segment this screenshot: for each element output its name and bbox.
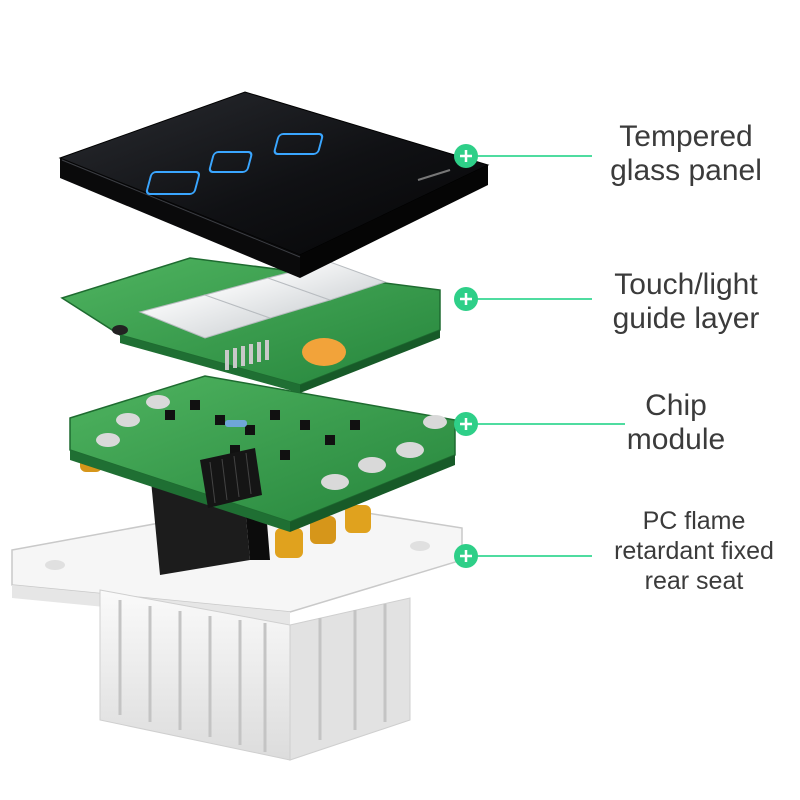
callout-chip-module: Chip module (586, 389, 766, 457)
callout-rear-seat: PC flame retardant fixed rear seat (594, 506, 794, 596)
callout-line: module (586, 423, 766, 457)
callout-line: PC flame (594, 506, 794, 536)
callout-line: glass panel (586, 154, 786, 188)
callout-line: Chip (586, 389, 766, 423)
callout-tempered-glass: Tempered glass panel (586, 120, 786, 188)
leader-lines (466, 156, 625, 556)
callout-touch-layer: Touch/light guide layer (586, 268, 786, 336)
tempered-glass-panel (60, 92, 488, 278)
callout-line: retardant fixed (594, 536, 794, 566)
callout-line: guide layer (586, 302, 786, 336)
plus-marker-icon (454, 287, 478, 311)
callout-line: rear seat (594, 566, 794, 596)
plus-marker-icon (454, 544, 478, 568)
plus-marker-icon (454, 412, 478, 436)
plus-marker-icon (454, 144, 478, 168)
callout-line: Tempered (586, 120, 786, 154)
touch-guide-layer (62, 258, 440, 393)
callout-line: Touch/light (586, 268, 786, 302)
